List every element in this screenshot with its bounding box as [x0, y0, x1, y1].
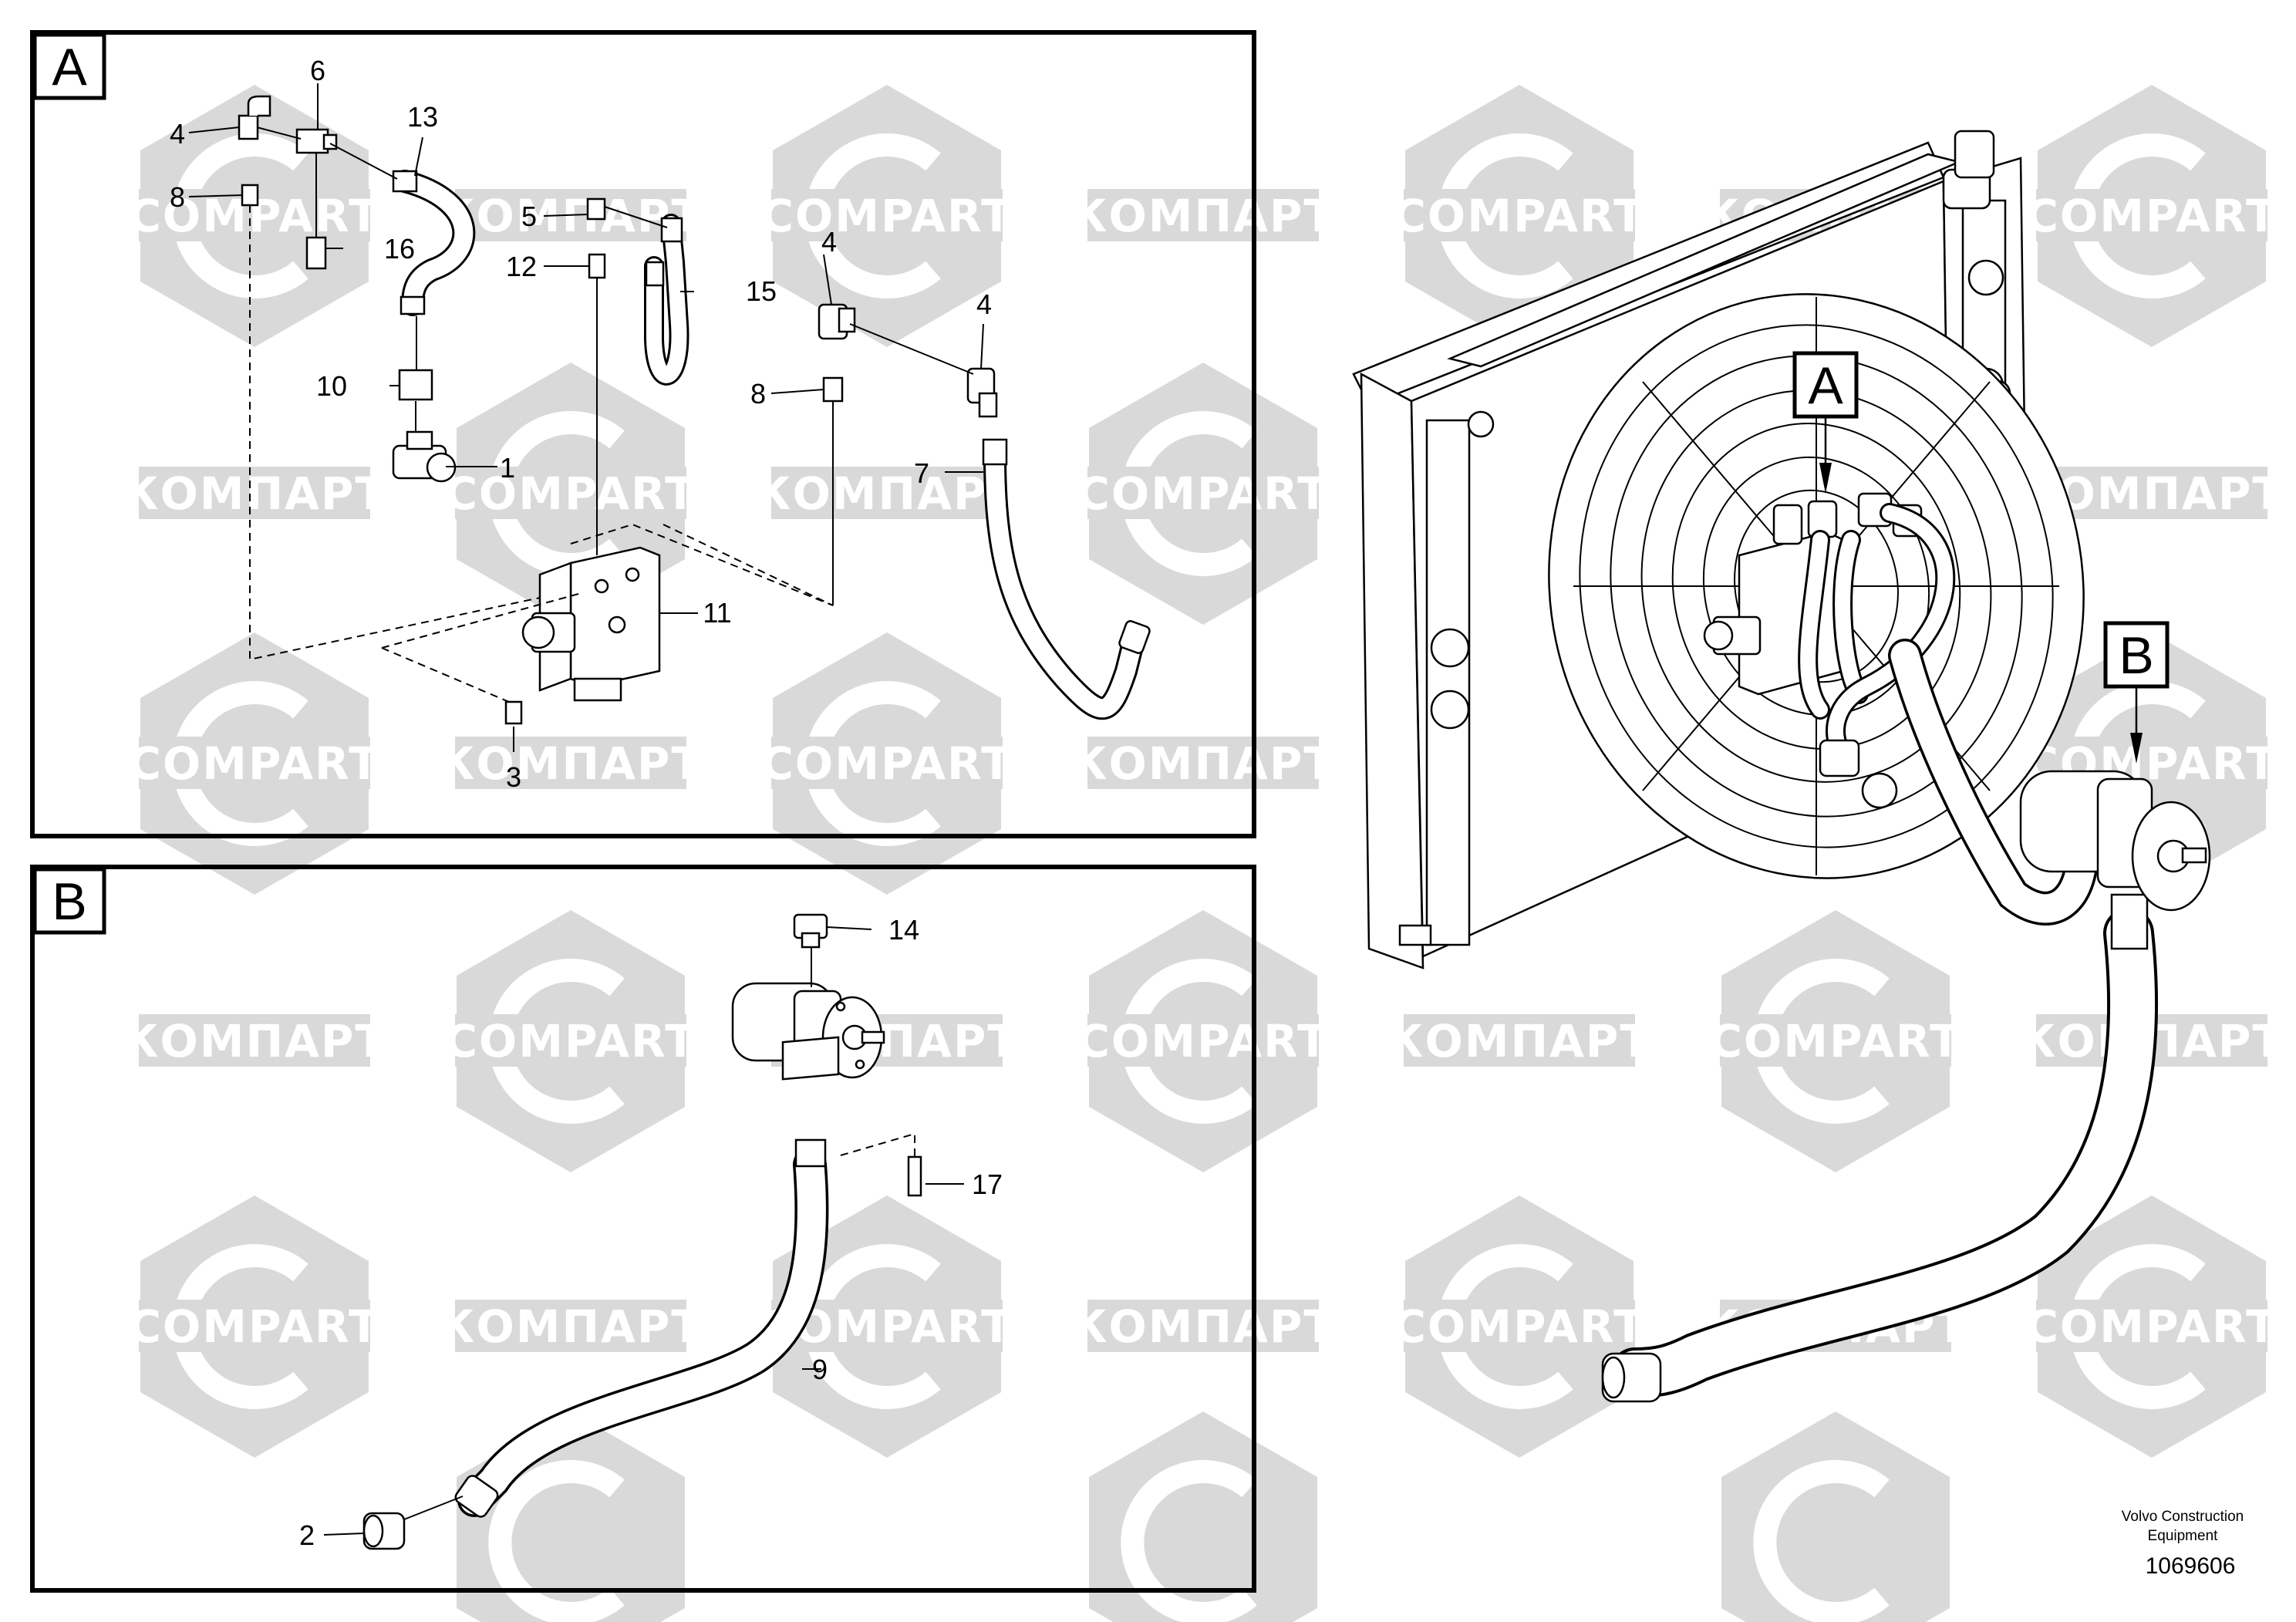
svg-text:COMPART: COMPART [1077, 467, 1329, 520]
view-a-leader-lines [188, 83, 984, 752]
overview-assembly: A B [1352, 130, 2211, 1403]
callout-4-c: 4 [976, 288, 992, 320]
callout-5: 5 [521, 201, 537, 232]
callout-1: 1 [500, 452, 515, 484]
svg-text:COMPART: COMPART [2025, 190, 2277, 242]
callout-11: 11 [703, 597, 731, 629]
part-hose-15 [644, 214, 689, 386]
overview-tag-a: A [1792, 351, 1859, 494]
overview-hoses [1601, 503, 2159, 1403]
part-fitting-10 [398, 369, 433, 401]
part-bolt-3 [504, 700, 523, 725]
part-adapter-8-middle [822, 376, 844, 403]
callout-13: 13 [407, 101, 438, 133]
part-elbow-4-middle [818, 303, 856, 340]
part-elbow-2 [362, 1512, 406, 1550]
part-flange [781, 1036, 840, 1081]
callout-4-b: 4 [821, 226, 837, 258]
part-hose-7 [982, 438, 1151, 720]
callout-9: 9 [812, 1354, 828, 1385]
view-b-leader-lines [323, 926, 964, 1536]
svg-text:COMPART: COMPART [128, 1300, 380, 1353]
svg-text:COMPART: COMPART [760, 737, 1013, 790]
part-adapter-8-left [241, 184, 259, 207]
svg-text:COMPART: COMPART [444, 1015, 696, 1067]
svg-text:КОМПАРТ: КОМПАРТ [754, 467, 1020, 520]
callout-4-a: 4 [170, 118, 185, 150]
view-b-label-box [32, 867, 106, 935]
svg-text:КОМПАРТ: КОМПАРТ [1070, 737, 1336, 790]
part-valve-block-11 [521, 546, 661, 702]
part-tee-1 [392, 430, 457, 483]
callout-14: 14 [888, 914, 919, 946]
company-line-1: Volvo Construction [2122, 1509, 2244, 1525]
svg-text:COMPART: COMPART [1393, 190, 1645, 242]
callout-16: 16 [384, 233, 415, 265]
part-elbow-4-left [238, 95, 271, 140]
svg-text:COMPART: COMPART [1077, 1015, 1329, 1067]
callout-15: 15 [746, 275, 777, 307]
view-a-callouts: 4 8 6 13 16 10 1 5 12 15 4 4 8 7 11 3 [170, 55, 992, 793]
view-a-panel: A [30, 30, 1256, 838]
view-b-parts [362, 913, 922, 1550]
svg-text:КОМПАРТ: КОМПАРТ [1070, 190, 1336, 242]
callout-6: 6 [310, 55, 325, 86]
svg-text:КОМПАРТ: КОМПАРТ [1070, 1300, 1336, 1353]
view-b-panel: B [30, 865, 1256, 1593]
svg-text:COMPART: COMPART [760, 190, 1013, 242]
svg-text:COMPART: COMPART [1393, 1300, 1645, 1353]
footer-block: Volvo Construction Equipment 1069606 [2122, 1509, 2244, 1579]
part-elbow-4-right [966, 367, 998, 418]
part-fitting-12 [588, 253, 606, 279]
part-elbow-5 [586, 197, 606, 221]
view-b-callouts: 14 17 9 2 [299, 914, 1003, 1551]
view-a-label: A [52, 38, 87, 96]
overview-tag-a-label: A [1808, 356, 1843, 415]
callout-8-a: 8 [170, 181, 185, 213]
watermark-layer: COMPART КОМПАРТ COMPART КОМПАРТ COMPART … [122, 85, 2283, 1622]
callout-2: 2 [299, 1519, 315, 1551]
callout-7: 7 [914, 457, 929, 489]
view-a-label-box [32, 32, 106, 100]
svg-text:КОМПАРТ: КОМПАРТ [122, 1015, 387, 1067]
svg-text:КОМПАРТ: КОМПАРТ [1387, 1015, 1652, 1067]
overview-tag-b-label: B [2119, 626, 2153, 685]
part-fitting-14 [793, 913, 828, 949]
svg-text:КОМПАРТ: КОМПАРТ [438, 737, 703, 790]
view-a-dashed-assembly-lines [249, 205, 834, 703]
callout-17: 17 [972, 1168, 1003, 1200]
svg-text:COMPART: COMPART [2025, 1300, 2277, 1353]
view-b-frame [30, 865, 1256, 1593]
drawing-number: 1069606 [2146, 1553, 2236, 1579]
view-b-label: B [52, 872, 86, 931]
overview-tag-b: B [2103, 621, 2170, 764]
callout-12: 12 [506, 251, 537, 282]
callout-8-b: 8 [750, 378, 766, 410]
callout-10: 10 [316, 370, 347, 402]
svg-text:КОМПАРТ: КОМПАРТ [438, 1300, 703, 1353]
svg-text:COMPART: COMPART [1709, 1015, 1961, 1067]
view-a-parts [238, 95, 1151, 725]
callout-3: 3 [506, 761, 521, 793]
part-adapter-16 [305, 236, 327, 270]
svg-text:КОМПАРТ: КОМПАРТ [438, 190, 703, 242]
overview-pump [2019, 770, 2211, 912]
part-screw-17 [907, 1155, 922, 1197]
part-hose-9 [454, 1138, 829, 1518]
company-line-2: Equipment [2148, 1528, 2219, 1544]
svg-text:КОМПАРТ: КОМПАРТ [122, 467, 387, 520]
svg-text:COMPART: COMPART [128, 737, 380, 790]
view-a-frame [30, 30, 1256, 838]
svg-text:COMPART: COMPART [444, 467, 696, 520]
part-hose-13 [392, 170, 476, 316]
